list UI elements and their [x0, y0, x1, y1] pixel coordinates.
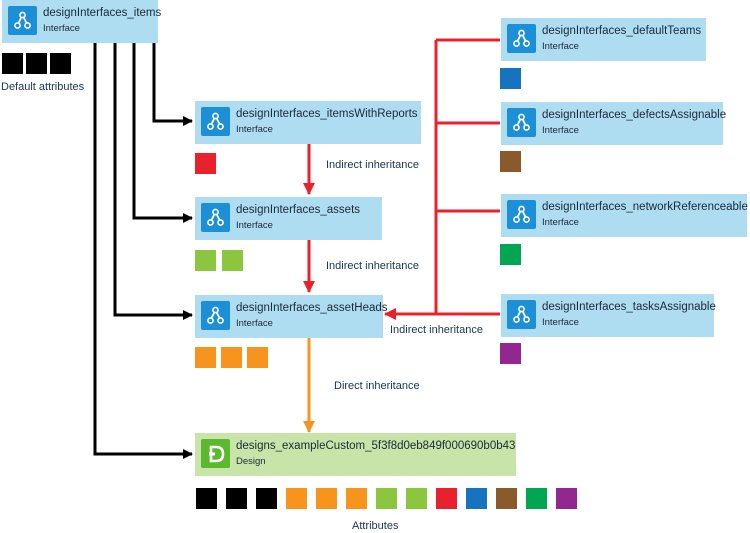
attribute-square-red [436, 488, 457, 509]
node-title: designInterfaces_defaultTeams [542, 25, 702, 37]
attributes-label: Attributes [352, 520, 399, 532]
attribute-square-purple [500, 343, 521, 364]
attribute-square-brown [496, 488, 517, 509]
attribute-square-orange [247, 347, 268, 368]
node-kind: Interface [43, 23, 80, 34]
design-d-icon [201, 439, 230, 468]
default-attributes-label: Default attributes [1, 81, 85, 93]
attribute-square-black [26, 53, 47, 74]
node-kind: Interface [542, 125, 579, 136]
node-asset-heads[interactable]: designInterfaces_assetHeads Interface [195, 295, 388, 338]
attribute-square-black [226, 488, 247, 509]
attribute-square-purple [556, 488, 577, 509]
node-title: designInterfaces_networkReferenceable [542, 201, 748, 213]
attribute-square-black [2, 53, 23, 74]
edge-items-to-with-reports [152, 40, 193, 126]
attribute-square-black [50, 53, 71, 74]
node-items-with-reports[interactable]: designInterfaces_itemsWithReports Interf… [195, 101, 421, 144]
interface-hierarchy-icon [8, 6, 37, 35]
attribute-square-green [526, 488, 547, 509]
attribute-square-orange [286, 488, 307, 509]
node-title: designInterfaces_assets [236, 204, 361, 216]
attribute-square-green [500, 244, 521, 265]
interface-hierarchy-icon [507, 24, 536, 53]
node-tasks-assignable[interactable]: designInterfaces_tasksAssignable Interfa… [501, 294, 716, 337]
indirect-inheritance-label: Indirect inheritance [390, 324, 483, 336]
attribute-square-green-light [406, 488, 427, 509]
node-kind: Interface [236, 220, 273, 231]
attribute-square-green-light [222, 250, 243, 271]
node-kind: Interface [542, 317, 579, 328]
interface-hierarchy-icon [507, 108, 536, 137]
node-kind: Interface [542, 41, 579, 52]
attribute-square-blue [500, 68, 521, 89]
attribute-square-black [196, 488, 217, 509]
interface-hierarchy-icon [201, 107, 230, 136]
edge-items-to-assets [132, 40, 193, 223]
node-kind: Interface [236, 318, 273, 329]
node-assets[interactable]: designInterfaces_assets Interface [195, 197, 382, 240]
indirect-inheritance-label: Indirect inheritance [326, 159, 419, 171]
attribute-square-orange [316, 488, 337, 509]
attribute-square-blue [466, 488, 487, 509]
attribute-square-red [195, 153, 216, 174]
node-title: designInterfaces_defectsAssignable [542, 109, 727, 121]
node-items[interactable]: designInterfaces_items Interface [2, 0, 162, 43]
node-title: designInterfaces_tasksAssignable [542, 301, 716, 313]
indirect-inheritance-label: Indirect inheritance [326, 260, 419, 272]
node-default-teams[interactable]: designInterfaces_defaultTeams Interface [501, 18, 706, 61]
node-network-referenceable[interactable]: designInterfaces_networkReferenceable In… [501, 194, 748, 237]
node-title: designInterfaces_assetHeads [236, 302, 388, 314]
attribute-square-brown [500, 151, 521, 172]
node-design[interactable]: designs_exampleCustom_5f3f8d0eb849f00069… [195, 433, 516, 476]
attribute-square-green-light [195, 250, 216, 271]
interface-hierarchy-icon [507, 300, 536, 329]
attribute-square-green-light [376, 488, 397, 509]
interface-hierarchy-icon [507, 200, 536, 229]
edge-items-to-design [93, 40, 193, 459]
node-title: designInterfaces_items [43, 7, 162, 19]
attribute-square-black [256, 488, 277, 509]
attribute-square-orange [346, 488, 367, 509]
attribute-square-orange [195, 347, 216, 368]
interface-hierarchy-icon [201, 301, 230, 330]
node-title: designs_exampleCustom_5f3f8d0eb849f00069… [236, 440, 516, 452]
attribute-square-orange [221, 347, 242, 368]
node-kind: Interface [542, 217, 579, 228]
direct-inheritance-label: Direct inheritance [334, 380, 420, 392]
node-kind: Design [236, 456, 266, 467]
node-kind: Interface [236, 124, 273, 135]
interface-hierarchy-icon [201, 203, 230, 232]
edge-items-to-asset-heads [113, 40, 193, 320]
node-defects-assignable[interactable]: designInterfaces_defectsAssignable Inter… [501, 102, 727, 145]
node-title: designInterfaces_itemsWithReports [236, 108, 418, 120]
